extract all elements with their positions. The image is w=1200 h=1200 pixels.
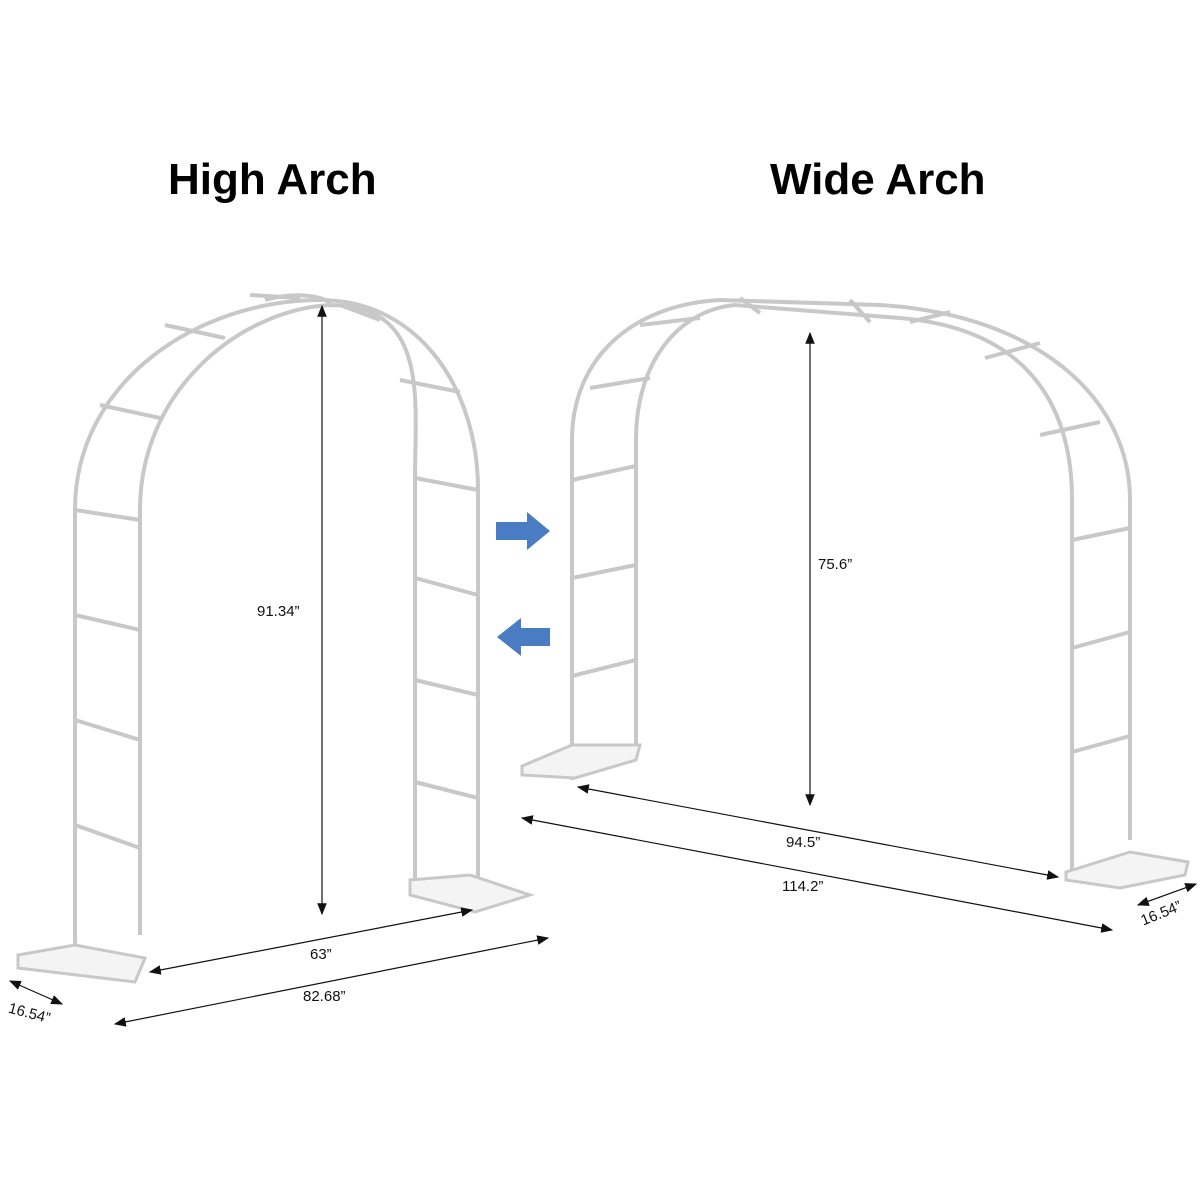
wide-arch-outer-width-label: 114.2” (782, 878, 824, 895)
high-arch-dimension-lines (8, 304, 550, 1027)
high-arch-title: High Arch (168, 155, 377, 204)
high-arch-base-right (408, 873, 535, 914)
high-arch-height-label: 91.34” (257, 603, 300, 620)
wide-arch-frame (570, 296, 1132, 870)
wide-arch-title: Wide Arch (770, 155, 986, 204)
arrow-left-icon (497, 618, 550, 656)
wide-arch-height-label: 75.6” (818, 556, 853, 573)
wide-arch-dimension-lines (520, 331, 1198, 933)
wide-arch-base-left (520, 743, 642, 780)
arrow-right-icon (496, 512, 550, 550)
wide-arch-base-right (1064, 850, 1190, 890)
high-arch-outer-width-label: 82.68” (303, 988, 346, 1005)
high-arch-frame (73, 293, 480, 945)
high-arch-base-left (16, 943, 148, 984)
high-arch-inner-width-label: 63” (310, 946, 332, 963)
wide-arch-inner-width-label: 94.5” (786, 834, 821, 851)
